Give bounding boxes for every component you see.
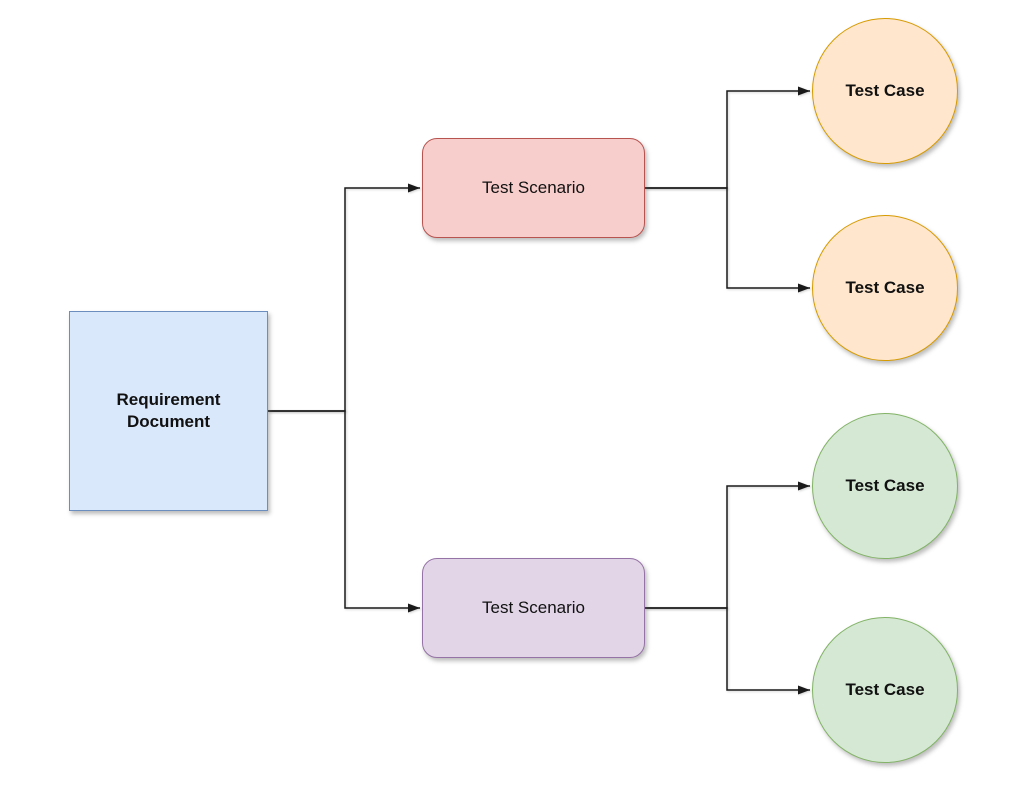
- edge-requirement-to-scenario-1: [268, 183, 420, 412]
- node-test-case-1: Test Case: [812, 18, 958, 164]
- node-test-scenario-2-label: Test Scenario: [482, 598, 585, 617]
- node-test-case-4: Test Case: [812, 617, 958, 763]
- node-test-case-2: Test Case: [812, 215, 958, 361]
- node-test-case-3-label: Test Case: [845, 476, 925, 495]
- node-test-case-1-label: Test Case: [845, 81, 925, 100]
- node-requirement-document-label: Requirement Document: [116, 390, 221, 431]
- node-test-case-3: Test Case: [812, 413, 958, 559]
- edge-scenario-2-to-case-3: [645, 481, 810, 609]
- edge-scenario-2-to-case-4: [645, 607, 810, 695]
- node-test-case-2-label: Test Case: [845, 278, 925, 297]
- edge-scenario-1-to-case-1: [645, 86, 810, 189]
- node-test-scenario-1: Test Scenario: [422, 138, 645, 238]
- edge-scenario-1-to-case-2: [645, 187, 810, 293]
- node-test-case-4-label: Test Case: [845, 680, 925, 699]
- node-requirement-document: Requirement Document: [69, 311, 268, 511]
- node-test-scenario-1-label: Test Scenario: [482, 178, 585, 197]
- edge-requirement-to-scenario-2: [268, 410, 420, 613]
- node-test-scenario-2: Test Scenario: [422, 558, 645, 658]
